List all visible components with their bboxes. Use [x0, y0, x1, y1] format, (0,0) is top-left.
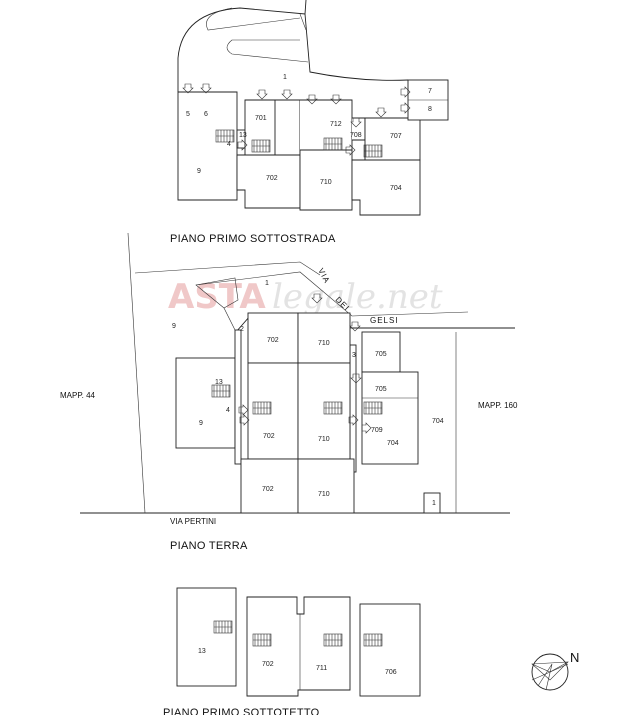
unit-number: 9 [199, 420, 203, 427]
entry-arrow-icon [281, 89, 293, 100]
unit-number: 705 [375, 351, 387, 358]
unit-number: 3 [352, 352, 356, 359]
unit-number: 4 [227, 141, 231, 148]
attic-plan: 13 702 711 706 PIANO PRIMO SOTTOTETTO [163, 587, 421, 715]
plan-caption-ground: PIANO TERRA [170, 540, 248, 552]
label-via-pertini: VIA PERTINI [170, 517, 216, 526]
unit-number: 702 [262, 486, 274, 493]
label-mapp-160: MAPP. 160 [478, 401, 518, 410]
unit-number: 6 [204, 111, 208, 118]
ground-floor-plan: 1 2 3 9 9 13 4 702 710 705 702 710 705 7… [60, 232, 518, 552]
unit-number: 705 [375, 386, 387, 393]
entry-arrow-icon [375, 107, 387, 118]
unit-number: 702 [262, 661, 274, 668]
label-gelsi: GELSI [370, 316, 399, 325]
unit-number: 712 [330, 121, 342, 128]
plan-caption-attic: PIANO PRIMO SOTTOTETTO [163, 707, 320, 715]
compass-north-label: N [570, 650, 580, 665]
unit-number: 4 [226, 407, 230, 414]
entry-arrow-icon [256, 89, 268, 100]
unit-number: 704 [387, 440, 399, 447]
unit-number: 2 [240, 326, 244, 333]
unit-number: 704 [390, 185, 402, 192]
unit-number: 9 [197, 168, 201, 175]
unit-number: 5 [186, 111, 190, 118]
unit-number: 13 [239, 132, 247, 139]
unit-number: 1 [432, 500, 436, 507]
unit-number: 711 [316, 665, 327, 672]
unit-number: 707 [390, 133, 402, 140]
watermark: ASTA legale.net [168, 277, 443, 317]
unit-number: 701 [255, 115, 267, 122]
unit-number: 13 [198, 648, 206, 655]
unit-number: 702 [263, 433, 275, 440]
unit-number: 9 [172, 323, 176, 330]
watermark-part2: legale.net [272, 277, 443, 317]
unit-number: 710 [318, 436, 330, 443]
watermark-part1: ASTA [168, 277, 266, 317]
unit-number: 709 [371, 427, 383, 434]
unit-number: 13 [215, 379, 223, 386]
label-mapp-44: MAPP. 44 [60, 391, 96, 400]
unit-number: 708 [350, 132, 362, 139]
unit-number: 1 [283, 74, 287, 81]
compass-rose-icon: N [531, 650, 580, 691]
unit-number: 702 [266, 175, 278, 182]
unit-number: 8 [428, 106, 432, 113]
unit-number: 7 [428, 88, 432, 95]
basement-plan: 1 5 6 9 13 4 701 702 712 710 708 707 704… [170, 0, 449, 245]
plan-caption-basement: PIANO PRIMO SOTTOSTRADA [170, 233, 336, 245]
unit-number: 706 [385, 669, 397, 676]
unit-number: 1 [265, 280, 269, 287]
unit-number: 710 [318, 491, 330, 498]
unit-number: 702 [267, 337, 279, 344]
unit-number: 710 [320, 179, 332, 186]
unit-number: 704 [432, 418, 444, 425]
unit-number: 710 [318, 340, 330, 347]
entry-arrow-icon [349, 321, 361, 332]
